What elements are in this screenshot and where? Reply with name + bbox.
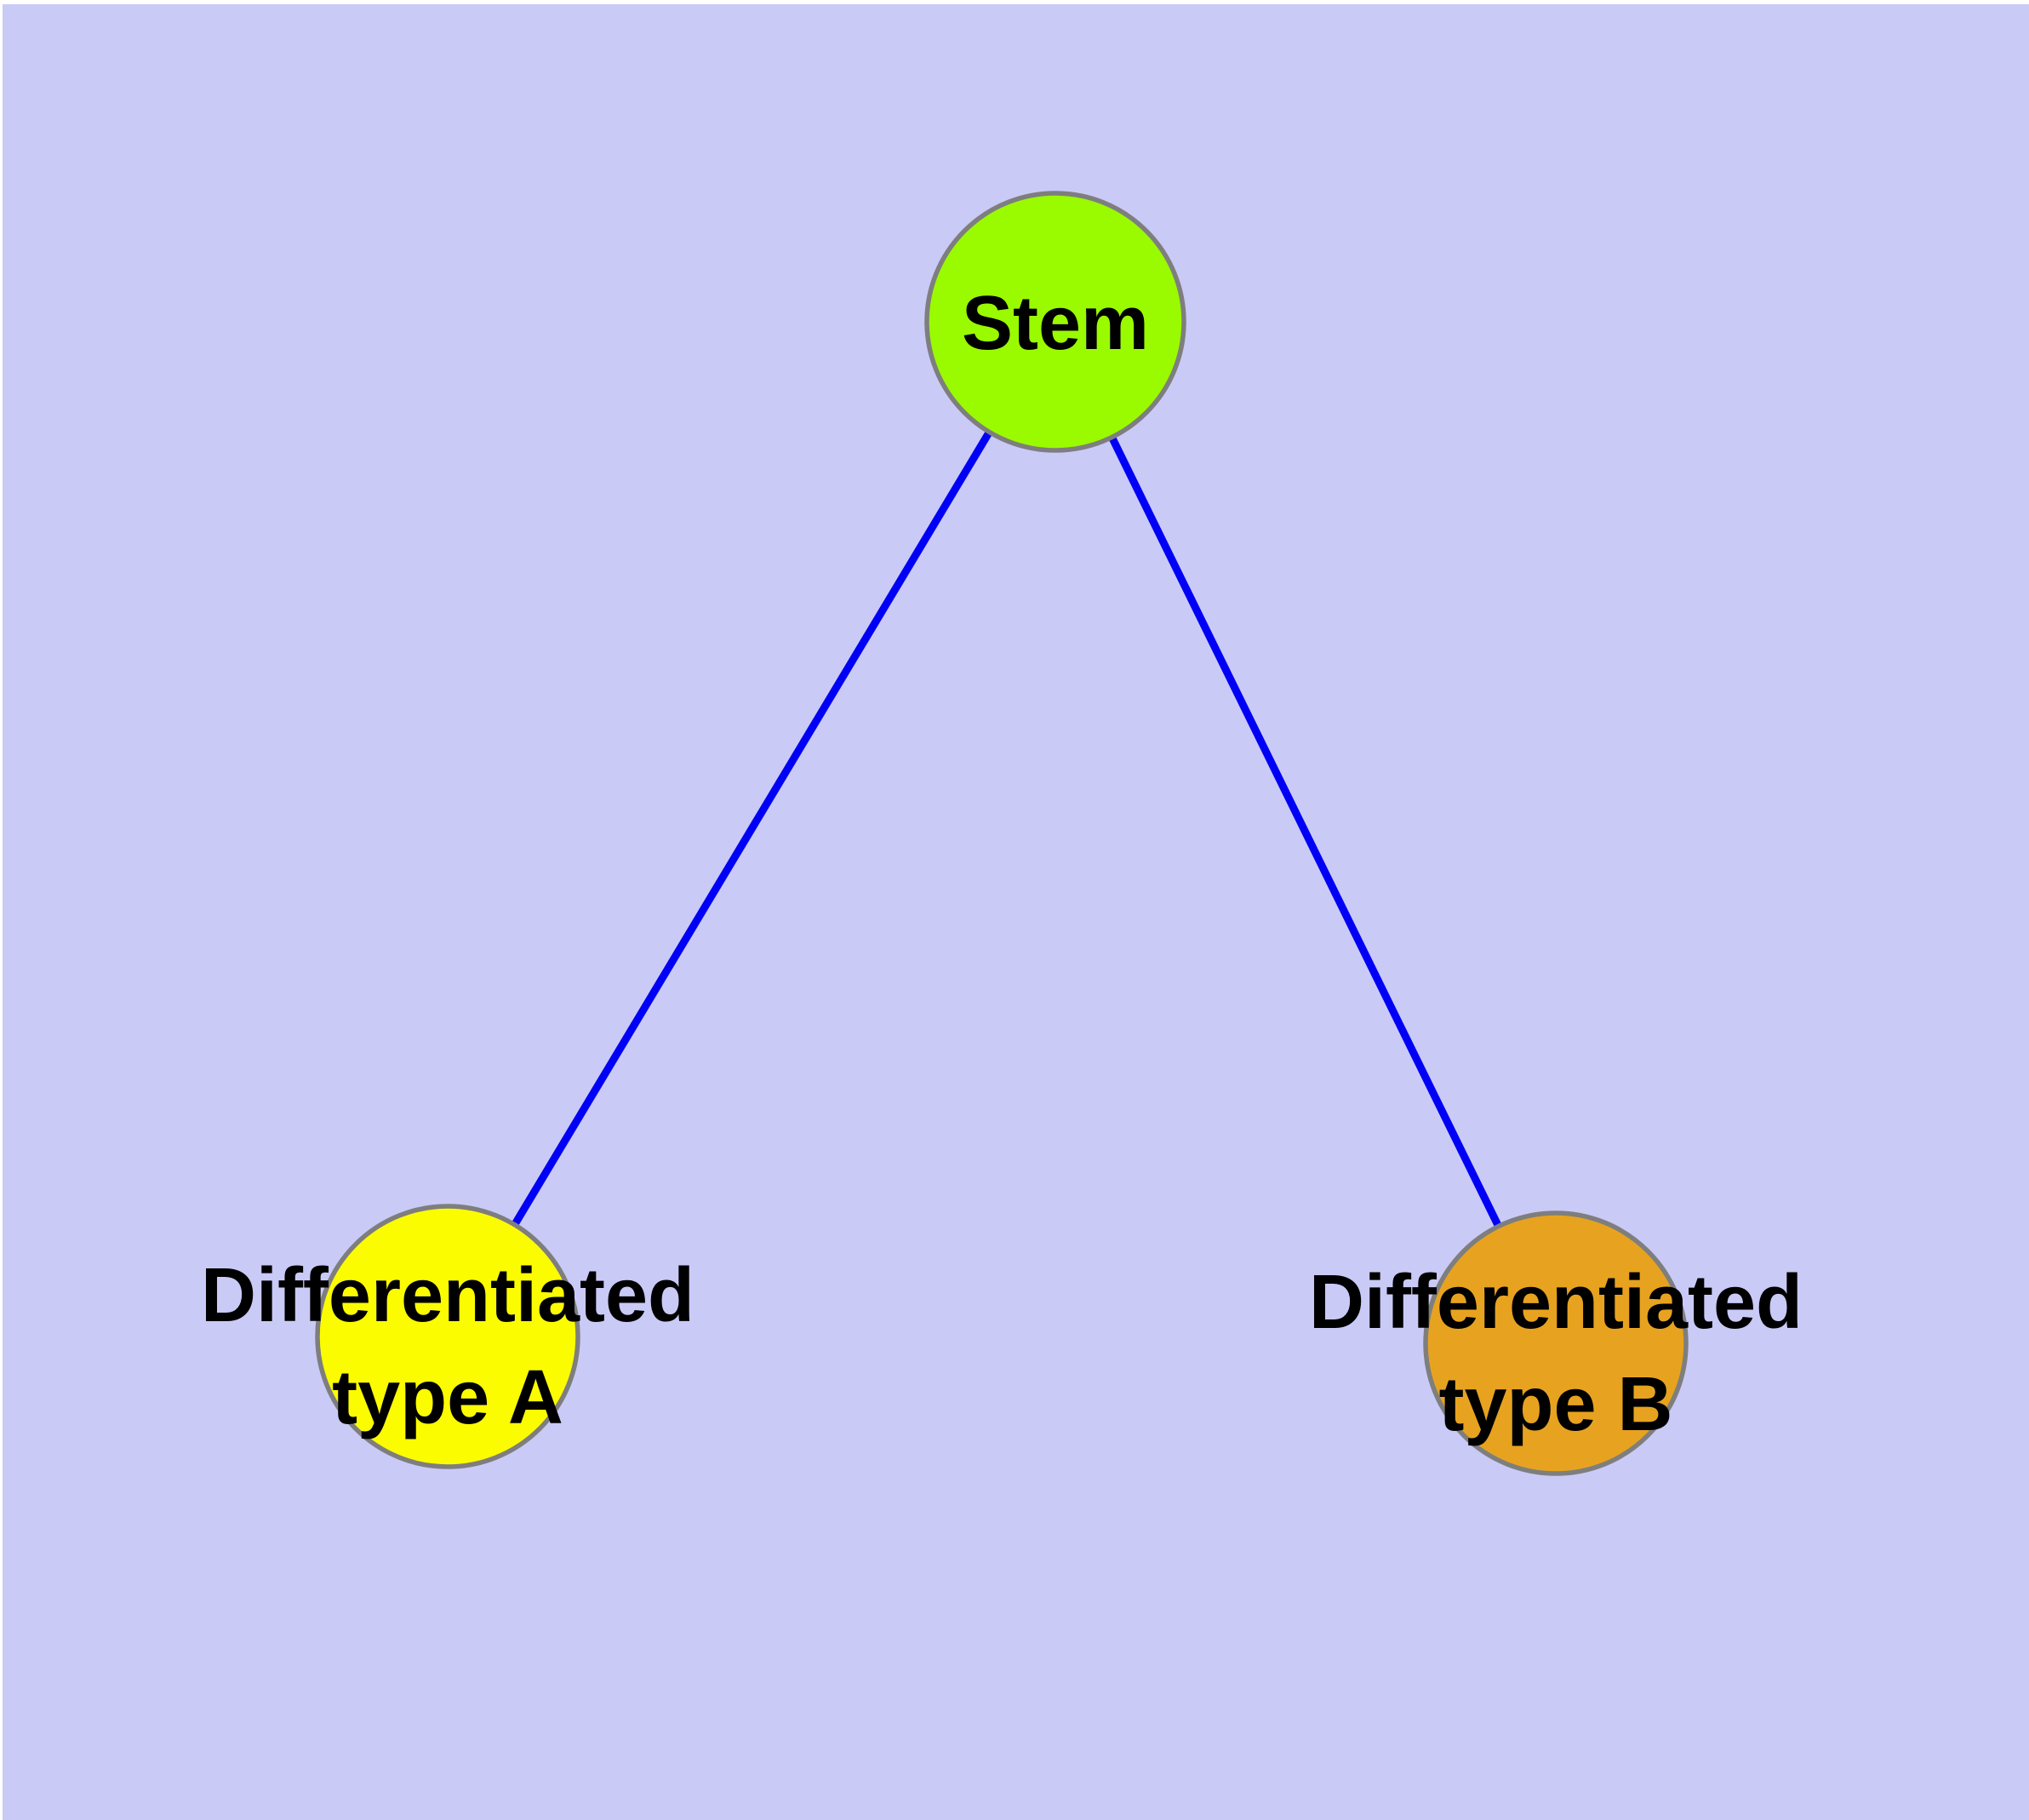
node-circle-diff_b <box>1423 1210 1689 1476</box>
node-circle-diff_a <box>315 1204 580 1469</box>
node-label-diff_a-line1: Differentiated <box>201 1253 694 1338</box>
edge-stem-diff_a <box>444 319 1059 1339</box>
edge-stem-diff_b <box>1051 320 1560 1345</box>
nodes-layer <box>315 191 1689 1476</box>
node-label-diff_b-line2: type B <box>1438 1362 1672 1447</box>
edges-layer <box>444 319 1560 1345</box>
node-label-stem: Stem <box>962 281 1149 366</box>
node-label-diff_a-line2: type A <box>332 1355 563 1440</box>
node-circle-stem <box>924 191 1186 453</box>
node-label-diff_b-line1: Differentiated <box>1309 1260 1803 1345</box>
